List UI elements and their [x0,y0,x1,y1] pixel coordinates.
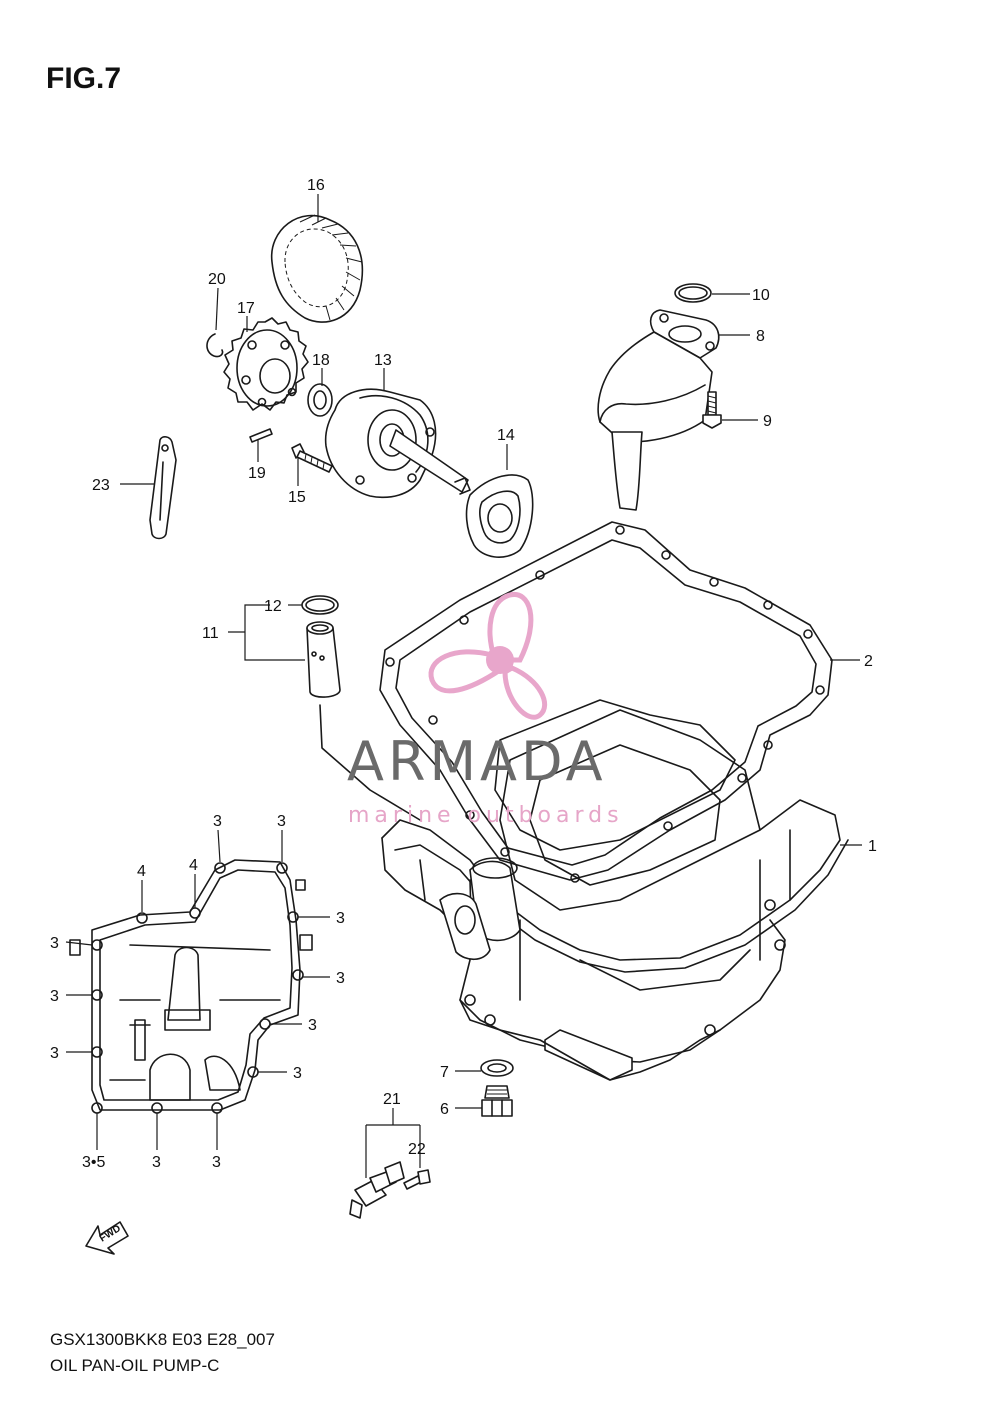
part-6-drain-plug[interactable] [481,1085,513,1117]
part-2-oil-pan-gasket[interactable] [379,521,833,883]
part-13-oil-pump[interactable] [324,388,471,499]
label-21: 21 [383,1091,401,1108]
part-16-gear-collar[interactable] [270,214,364,323]
part-9-bolt[interactable] [702,391,722,429]
model-code: GSX1300BKK8 E03 E28_007 [50,1330,275,1349]
forward-arrow: FWD [85,1221,129,1255]
label-1: 1 [868,838,877,855]
label-17: 17 [237,300,255,317]
label-3-top-left: 3 [213,813,222,830]
part-8-oil-strainer[interactable] [597,309,720,511]
part-18-washer[interactable] [307,383,333,417]
part-15-bolt[interactable] [291,443,333,473]
part-10-o-ring[interactable] [674,283,712,303]
label-3-right-1: 3 [336,910,345,927]
label-15: 15 [288,489,306,506]
part-1-oil-pan[interactable] [381,709,849,1081]
figure-title: FIG.7 [46,62,122,95]
leader-lines [65,194,862,1178]
label-4-left: 4 [137,863,146,880]
label-6: 6 [440,1101,449,1118]
label-3-left-1: 3 [50,935,59,952]
label-20: 20 [208,271,226,288]
label-2: 2 [864,653,873,670]
part-17-sprocket[interactable] [223,317,309,411]
oil-pan-baffle-plate[interactable] [69,859,313,1114]
part-20-circlip[interactable] [206,333,224,358]
label-19: 19 [248,465,266,482]
label-3-bottom-2: 3 [212,1154,221,1171]
label-3-5: 3•5 [82,1154,106,1171]
watermark-subtitle: marine outboards [348,803,624,828]
part-number-labels: 16 20 17 18 13 19 15 14 23 10 8 9 2 1 12… [50,177,877,1171]
part-19-pin[interactable] [249,428,273,443]
label-11: 11 [202,625,219,642]
label-3-right-4: 3 [293,1065,302,1082]
watermark-title: ARMADA [347,730,607,793]
label-22: 22 [408,1141,426,1158]
part-12-o-ring[interactable] [301,595,339,615]
part-11-oil-pipe[interactable] [306,621,421,821]
label-13: 13 [374,352,392,369]
label-3-left-2: 3 [50,988,59,1005]
armada-logo [428,592,548,720]
part-7-washer[interactable] [480,1059,514,1077]
label-3-right-3: 3 [308,1017,317,1034]
part-21-oil-pressure-switch[interactable] [349,1161,405,1219]
part-22-bolt[interactable] [403,1169,431,1190]
label-3-right-2: 3 [336,970,345,987]
label-3-top-right: 3 [277,813,286,830]
label-14: 14 [497,427,515,444]
part-14-gasket[interactable] [465,474,534,558]
part-23-bracket[interactable] [149,436,177,540]
label-16: 16 [307,177,325,194]
label-4-right: 4 [189,857,198,874]
label-3-bottom-1: 3 [152,1154,161,1171]
label-9: 9 [763,413,772,430]
gasket-bolt-holes [385,525,825,883]
label-10: 10 [752,287,770,304]
diagram-name: OIL PAN-OIL PUMP-C [50,1356,220,1375]
label-7: 7 [440,1064,449,1081]
label-18: 18 [312,352,330,369]
label-12: 12 [264,598,282,615]
label-23: 23 [92,477,110,494]
label-8: 8 [756,328,765,345]
label-3-left-3: 3 [50,1045,59,1062]
